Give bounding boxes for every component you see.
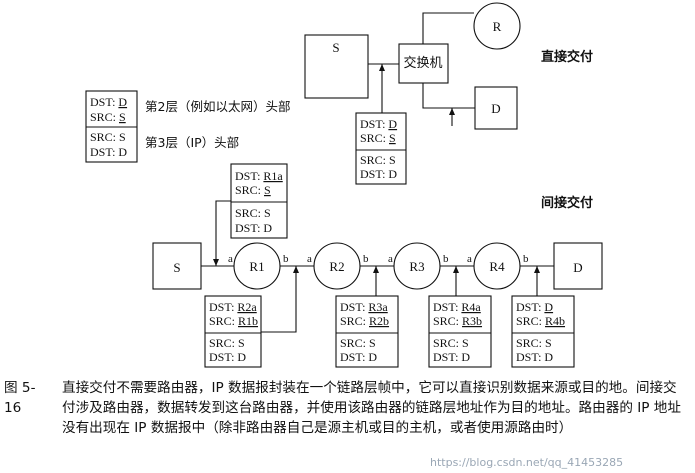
frame-1-dst: DST: R1a [235,169,283,183]
indirect-host-s-label: S [173,260,180,275]
watermark: https://blog.csdn.net/qq_41453285 [430,456,624,469]
frame-3-dst: DST: R3a [340,300,388,314]
frame-5-box [511,295,575,368]
port-r3-b: b [443,253,449,265]
frame-3-ip-dst: DST: D [340,350,377,364]
switch-label: 交换机 [403,55,442,71]
frame-5-dst: DST: D [516,300,553,314]
port-r3-a: a [388,253,393,265]
frame-4-ip-src: SRC: S [433,336,469,350]
direct-frame-ip-src: SRC: S [360,153,396,167]
direct-frame-dst: DST: D [360,117,397,131]
legend-ip-dst: DST: D [90,145,127,159]
port-r4-b: b [523,253,529,265]
direct-frame-src: SRC: S [360,131,396,145]
frame-4-src: SRC: R3b [433,314,482,328]
frame-4-box [428,295,492,368]
frame-2-dst: DST: R2a [209,300,257,314]
frame-2-ip-dst: DST: D [209,350,246,364]
figure-caption-text: 直接交付不需要路由器，IP 数据报封装在一个链路层帧中，它可以直接识别数据来源或… [62,380,681,437]
link-switch-r [422,12,474,44]
frame-4-ip-dst: DST: D [433,350,470,364]
router-r1-label: R1 [249,259,264,274]
frame-1-ip-dst: DST: D [235,221,272,235]
host-r-circle [473,2,521,50]
direct-frame-box [355,112,407,185]
port-r2-a: a [307,253,312,265]
host-d-label: D [491,101,500,116]
router-r4-label: R4 [489,259,505,274]
indirect-host-d-label: D [573,260,582,275]
frame-2-arrow [261,266,299,333]
port-r1-b: b [283,253,289,265]
figure-caption: 图 5-16 直接交付不需要路由器，IP 数据报封装在一个链路层帧中，它可以直接… [4,378,688,439]
port-r2-b: b [363,253,369,265]
legend-ip-src: SRC: S [90,130,126,144]
legend-dst: DST: D [90,95,127,109]
frame-3-src: SRC: R2b [340,314,389,328]
host-r-label: R [493,19,502,34]
legend-layer3-text: 第3层（IP）头部 [145,135,239,150]
router-r3-label: R3 [409,259,424,274]
frame-5-ip-src: SRC: S [516,336,552,350]
frame-1-src: SRC: S [235,183,271,197]
frame-3-box [335,295,399,368]
host-s-box [304,34,369,99]
frame-5-ip-dst: DST: D [516,350,553,364]
router-r2-label: R2 [329,259,344,274]
frame-1-arrow [213,200,231,266]
indirect-delivery-label: 间接交付 [541,195,593,211]
frame-1-ip-src: SRC: S [235,206,271,220]
direct-delivery-label: 直接交付 [541,49,593,65]
port-r4-a: a [467,253,472,265]
frame-3-ip-src: SRC: S [340,336,376,350]
link-switch-d [422,83,475,109]
frame-4-dst: DST: R4a [433,300,481,314]
port-r1-a: a [228,253,233,265]
host-s-label: S [332,40,339,55]
frame-2-src: SRC: R1b [209,314,258,328]
legend-src: SRC: S [90,110,126,124]
legend-layer2-text: 第2层（例如以太网）头部 [145,99,290,114]
direct-frame-ip-dst: DST: D [360,167,397,181]
frame-2-ip-src: SRC: S [209,336,245,350]
figure-number: 图 5-16 [4,380,36,417]
frame-5-src: SRC: R4b [516,314,565,328]
